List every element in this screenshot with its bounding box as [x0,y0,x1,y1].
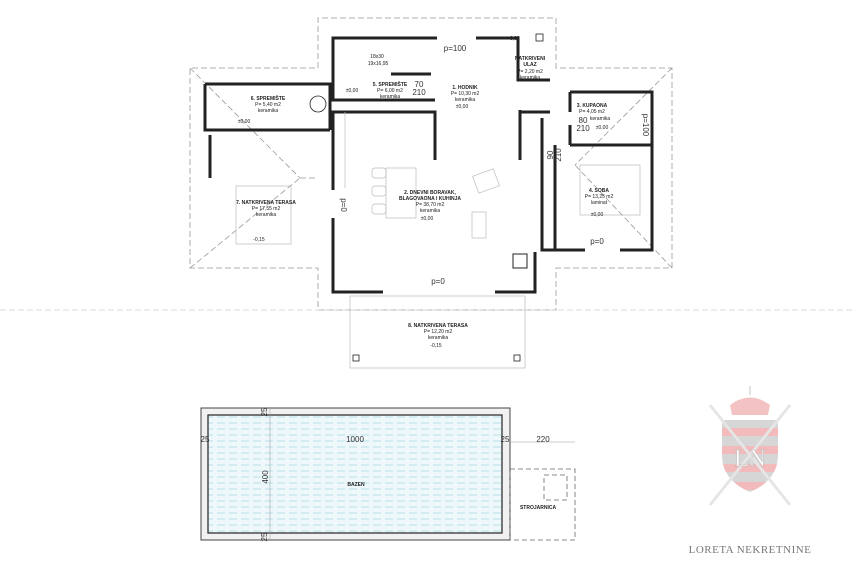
stair-spec-2: 19x16,95 [368,61,389,67]
svg-text:6. SPREMIŠTE: 6. SPREMIŠTE [251,94,286,102]
pool-label: BAZEN [347,482,365,488]
svg-text:-0,15: -0,15 [430,343,442,349]
svg-text:keramika: keramika [420,208,441,214]
svg-text:P= 13,25 m2: P= 13,25 m2 [585,194,614,200]
machine-room: STROJARNICA [509,468,576,541]
room-dnevni-boravak: 2. DNEVNI BORAVAK, BLAGOVAONA I KUHINJA … [339,190,461,286]
svg-text:1. HODNIK: 1. HODNIK [452,85,478,91]
svg-text:70: 70 [415,80,424,89]
svg-text:±0,00: ±0,00 [346,88,359,94]
room-terasa-7: 7. NATKRIVENA TERASA P= 17,55 m2 keramik… [236,200,296,243]
logo-text: LORETA NEKRETNINE [689,544,812,556]
svg-text:keramika: keramika [258,108,279,114]
furniture [235,112,641,369]
svg-text:laminat: laminat [591,200,608,206]
svg-text:p=0: p=0 [590,237,604,246]
svg-text:±0,00: ±0,00 [421,216,434,222]
entry-name-2: ULAZ [523,62,536,68]
room-kupaona: 3. KUPAONA P= 4,05 m2 keramika ±0,00 80 … [546,103,650,162]
svg-text:4. SOBA: 4. SOBA [589,188,609,194]
svg-text:keramika: keramika [455,97,476,103]
svg-text:keramika: keramika [590,116,611,122]
svg-text:P= 12,20 m2: P= 12,20 m2 [424,329,453,335]
svg-text:210: 210 [412,88,426,97]
room-soba: 4. SOBA P= 13,25 m2 laminat ±0,00 p=0 [585,188,614,246]
logo: LN [708,386,792,506]
pool: 1000 25 25 220 400 25 25 BAZEN [200,407,575,541]
walls [203,33,654,362]
svg-text:90: 90 [546,150,555,159]
svg-text:P= 38,70 m2: P= 38,70 m2 [416,202,445,208]
svg-text:±0,00: ±0,00 [456,104,469,110]
svg-text:7. NATKRIVENA TERASA: 7. NATKRIVENA TERASA [236,200,296,206]
svg-text:2. DNEVNI BORAVAK,: 2. DNEVNI BORAVAK, [404,190,456,196]
entry-name: NATKRIVENI [515,56,546,62]
roof-outline [0,17,855,311]
main-door-label: p=100 [444,44,467,53]
svg-text:P= 17,55 m2: P= 17,55 m2 [252,206,281,212]
svg-text:LN: LN [734,446,766,472]
svg-text:BLAGOVAONA I KUHINJA: BLAGOVAONA I KUHINJA [399,196,461,202]
svg-text:p=100: p=100 [641,114,650,137]
pool-edge-right: 25 [501,435,510,444]
pool-extra-dim: 220 [536,435,550,444]
svg-text:±0,00: ±0,00 [596,125,609,131]
entry-level: -0,05 [508,36,520,42]
room-terasa-8: 8. NATKRIVENA TERASA P= 12,20 m2 keramik… [408,323,468,349]
svg-text:P= 5,40 m2: P= 5,40 m2 [255,102,281,108]
svg-text:±0,00: ±0,00 [591,212,604,218]
svg-text:keramika: keramika [428,335,449,341]
svg-text:5. SPREMIŠTE: 5. SPREMIŠTE [373,80,408,88]
svg-text:p=0: p=0 [339,198,348,212]
svg-text:keramika: keramika [380,94,401,100]
svg-text:210: 210 [554,148,563,162]
svg-text:keramika: keramika [256,212,277,218]
pool-edge-left: 25 [201,435,210,444]
svg-text:p=0: p=0 [431,277,445,286]
stair-spec: 18x30 [370,54,384,60]
svg-text:210: 210 [576,124,590,133]
svg-text:P= 10,30 m2: P= 10,30 m2 [451,91,480,97]
svg-text:3. KUPAONA: 3. KUPAONA [577,103,608,109]
pool-length: 1000 [346,435,364,444]
pool-edge-top: 25 [260,407,269,416]
pool-edge-bottom: 25 [260,532,269,541]
entry-area: P= 2,20 m2 [517,69,543,75]
room-spremiste-6: 6. SPREMIŠTE P= 5,40 m2 keramika ±0,00 [238,94,286,125]
svg-text:P= 4,05 m2: P= 4,05 m2 [579,109,605,115]
svg-text:STROJARNICA: STROJARNICA [520,505,557,511]
svg-text:80: 80 [579,116,588,125]
svg-text:±0,00: ±0,00 [238,119,251,125]
svg-text:-0,15: -0,15 [253,237,265,243]
svg-text:8. NATKRIVENA TERASA: 8. NATKRIVENA TERASA [408,323,468,329]
room-hodnik: 1. HODNIK P= 10,30 m2 keramika ±0,00 [451,85,480,110]
room-spremiste-5: 5. SPREMIŠTE P= 6,00 m2 keramika ±0,00 7… [346,80,426,100]
svg-text:P= 6,00 m2: P= 6,00 m2 [377,88,403,94]
pool-width: 400 [261,470,270,484]
entry-floor: keramika [520,75,541,81]
